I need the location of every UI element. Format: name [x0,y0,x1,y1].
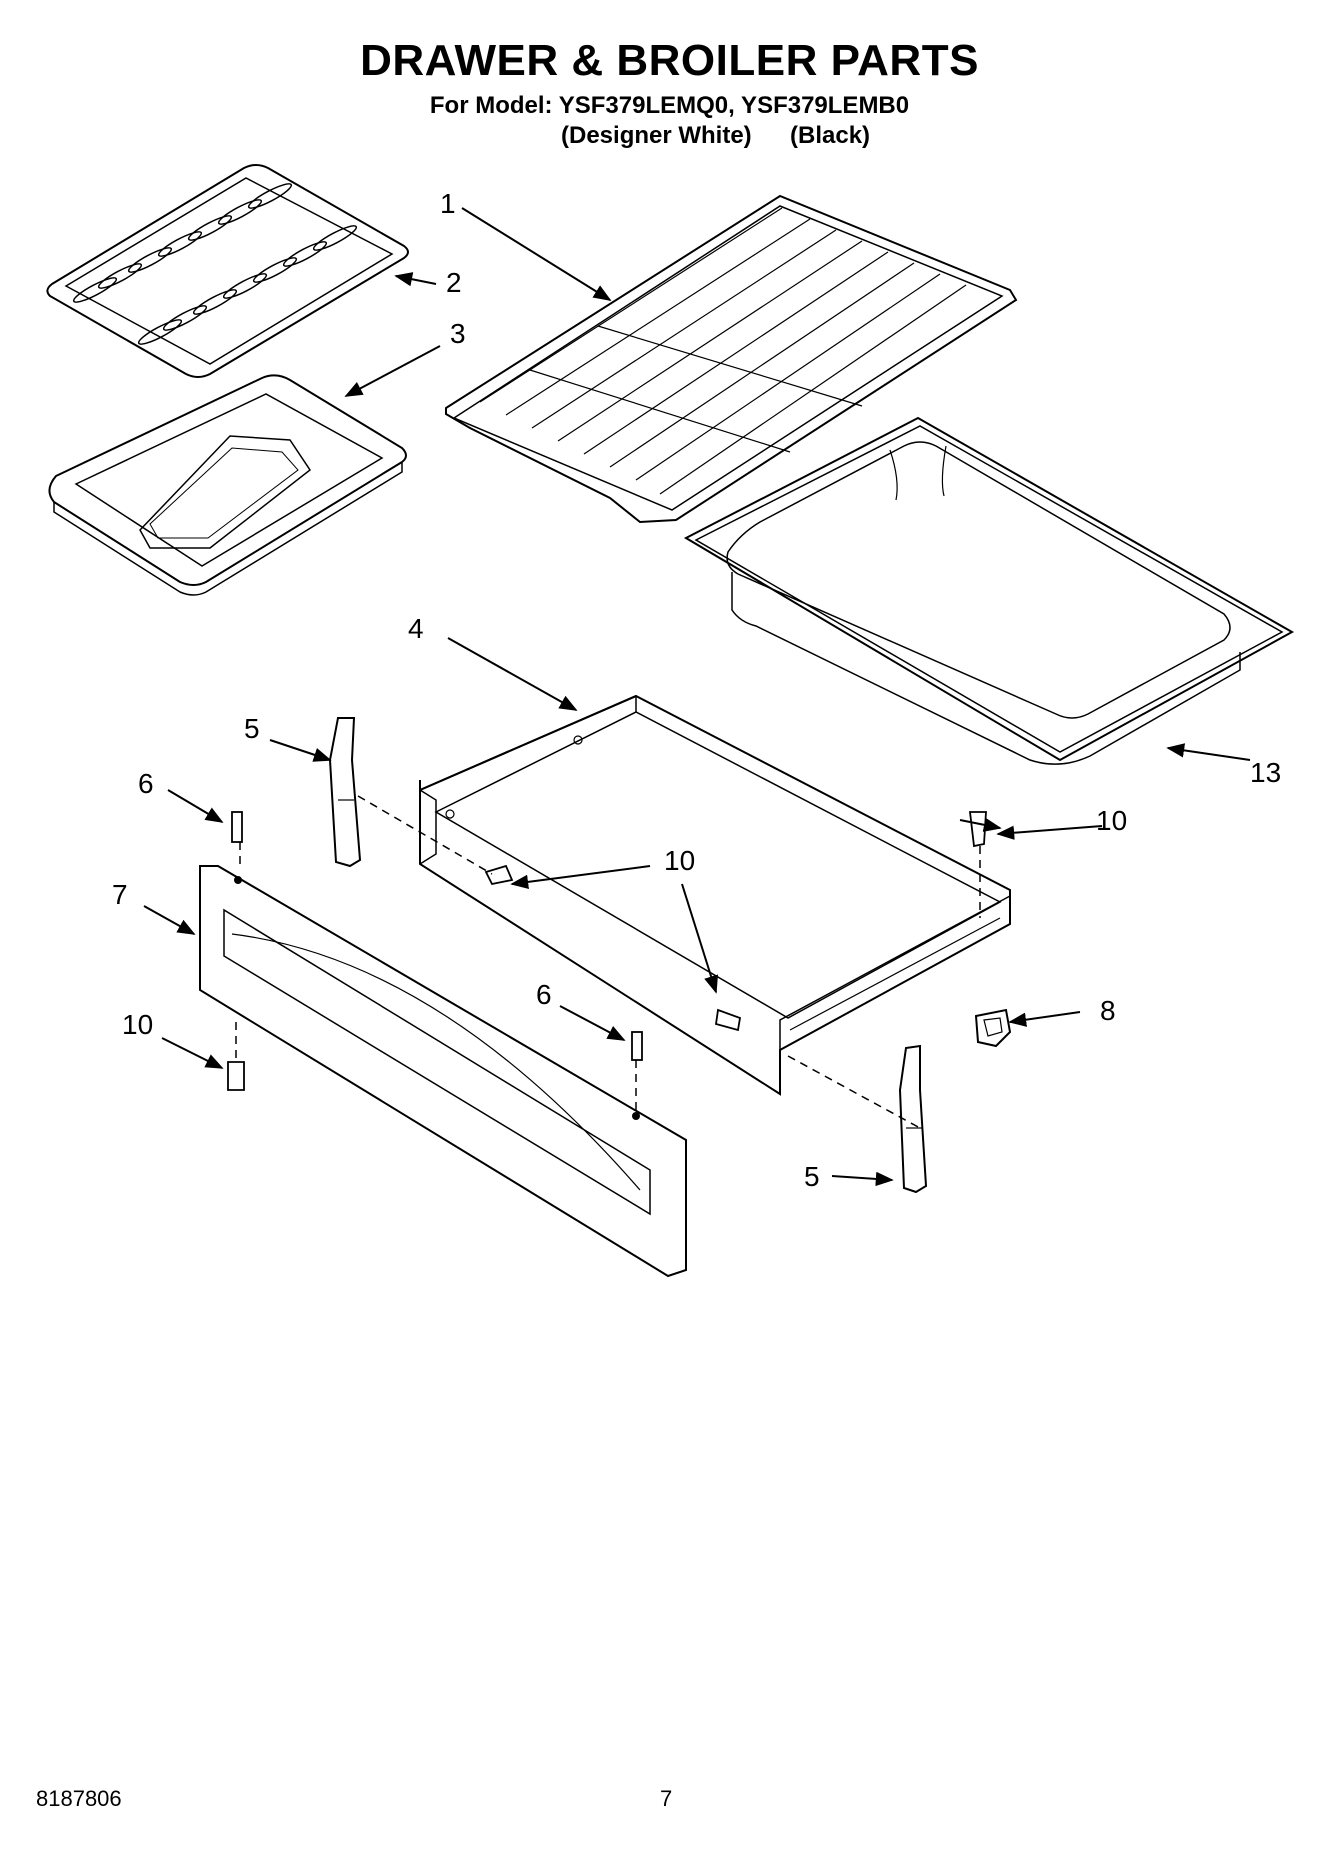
page-title: DRAWER & BROILER PARTS [360,36,979,85]
model-line: For Model: YSF379LEMQ0, YSF379LEMB0 [429,92,910,119]
stud-mid-part [631,1031,643,1061]
callout-drawer-front: 7 [112,879,128,910]
broiler-pan-part [48,374,407,596]
drawer-front-part [199,865,687,1278]
page-number: 7 [660,1786,673,1811]
clip-part [974,1008,1012,1048]
callout-screw-right: 10 [1096,805,1127,836]
document-number: 8187806 [36,1786,122,1811]
callout-screw-inner: 10 [664,845,695,876]
stud-left-part [231,811,243,843]
callout-screw-bottom: 10 [122,1009,153,1040]
screw-mid-part [714,1008,742,1032]
variant-designer-white: (Designer White) [561,122,752,149]
callout-stud-mid: 6 [536,979,552,1010]
callout-broiler-pan: 3 [450,318,466,349]
callout-labels: 1 2 3 4 5 6 7 10 13 10 6 8 10 5 [112,188,1281,1192]
screw-right-part [968,811,987,848]
callout-drawer-body: 4 [408,613,424,644]
fasteners [227,811,987,1091]
callout-clip: 8 [1100,995,1116,1026]
drawer-liner-part [683,416,1295,765]
assembly-lines [235,795,981,1129]
callout-stud-left: 6 [138,768,154,799]
callout-slide-right: 5 [804,1161,820,1192]
broiler-grid-part [46,164,409,378]
screw-bottom-part [227,1061,245,1091]
leader-arrows [143,207,1251,1187]
rack-part [445,194,1018,524]
callout-liner: 13 [1250,757,1281,788]
drawer-body-part [419,694,1011,1096]
callout-broiler-grid: 2 [446,267,462,298]
variant-black: (Black) [790,122,871,149]
drawer-slide-left-part [328,717,362,868]
drawer-slide-right-part [898,1044,928,1194]
callout-rack: 1 [440,188,456,219]
callout-slide-left: 5 [244,713,260,744]
